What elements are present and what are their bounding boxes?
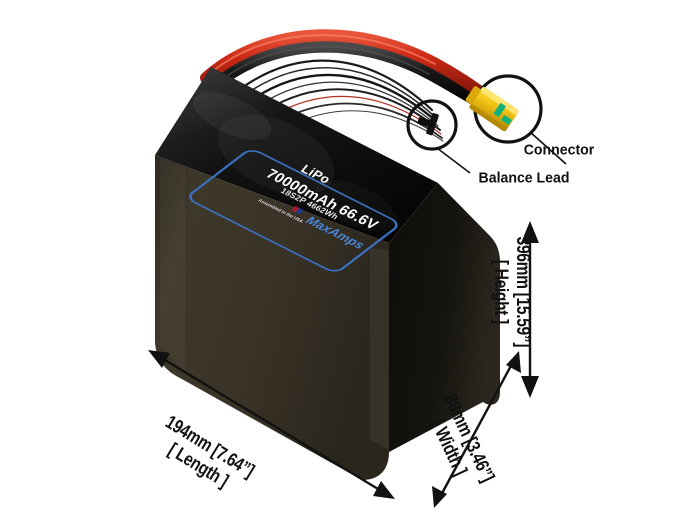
product-label bbox=[189, 150, 398, 272]
balance-lead-highlight-circle bbox=[406, 99, 458, 151]
usa-flag-icon bbox=[291, 206, 304, 215]
callout-label-connector: Connector bbox=[523, 141, 595, 159]
balance-lead-leader-line bbox=[436, 147, 471, 174]
battery-right-face bbox=[389, 183, 500, 452]
xt90-connector bbox=[465, 86, 519, 132]
dimension-label-height: 396mm [15.59”] [ Height ] bbox=[489, 214, 533, 370]
callout-label-balance-lead: Balance Lead bbox=[478, 169, 570, 187]
height-dimension-arrow bbox=[521, 221, 539, 398]
label-border bbox=[189, 150, 398, 272]
dimension-height-name: [ Height ] bbox=[490, 259, 511, 325]
balance-lead-plug bbox=[417, 113, 439, 136]
battery-front-face bbox=[155, 155, 389, 480]
dimension-arrows bbox=[148, 221, 539, 508]
dimension-height-value: 396mm [15.59”] bbox=[512, 236, 533, 348]
connector-leader-line bbox=[529, 131, 567, 165]
width-dimension-arrow bbox=[432, 351, 521, 508]
length-dimension-arrow bbox=[148, 350, 395, 499]
battery-pack-body bbox=[155, 67, 500, 480]
battery-wires bbox=[200, 29, 492, 142]
